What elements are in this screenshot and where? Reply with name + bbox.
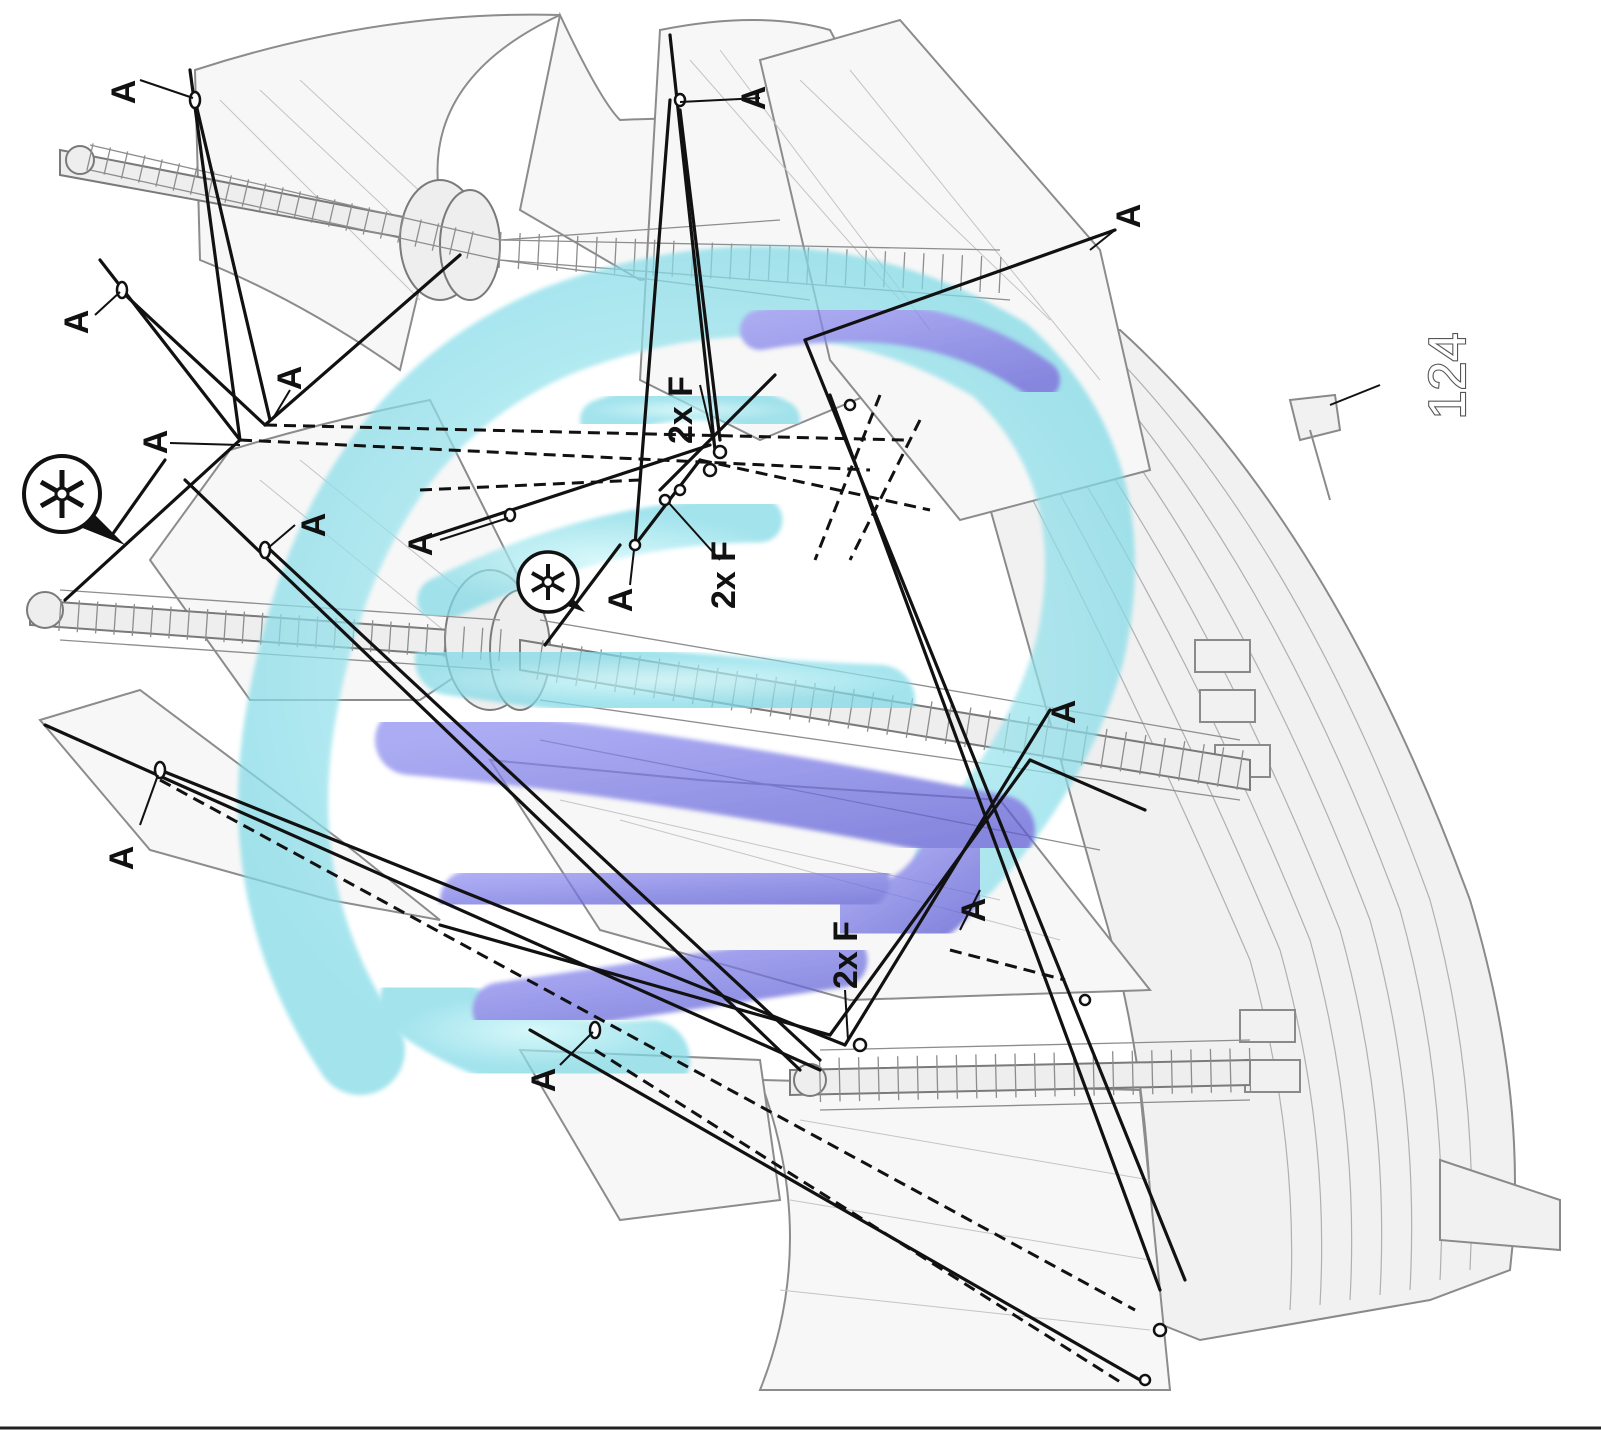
step-number: 124 [1419, 333, 1477, 420]
asterisk-icon [531, 564, 565, 600]
label-leaders [94, 79, 1381, 1066]
asterisk-icon [39, 470, 85, 518]
label-a: A [402, 532, 440, 557]
label-a: A [103, 846, 141, 871]
rigging-blocks [115, 90, 1168, 1387]
label-a: A [58, 310, 96, 335]
asterisk-callout-small [516, 550, 585, 614]
label-2x-f: 2x F [827, 921, 865, 989]
label-2x-f: 2x F [662, 376, 700, 444]
label-a: A [1045, 700, 1083, 725]
swirl-overlay [238, 246, 1135, 1102]
label-a: A [271, 366, 309, 391]
dashed-rigging [159, 394, 1136, 1387]
label-a: A [295, 513, 333, 538]
label-a: A [105, 80, 143, 105]
label-2x-f: 2x F [705, 541, 743, 609]
rigging-labels: A A A A A A A A A A A A A 2x F 2x F 2x F… [58, 80, 1478, 1093]
asterisk-callout-large [22, 454, 167, 545]
label-a: A [137, 430, 175, 455]
label-a: A [735, 86, 773, 111]
label-a: A [1110, 204, 1148, 229]
label-a: A [525, 1068, 563, 1093]
label-a: A [955, 898, 993, 923]
label-a: A [602, 588, 640, 613]
